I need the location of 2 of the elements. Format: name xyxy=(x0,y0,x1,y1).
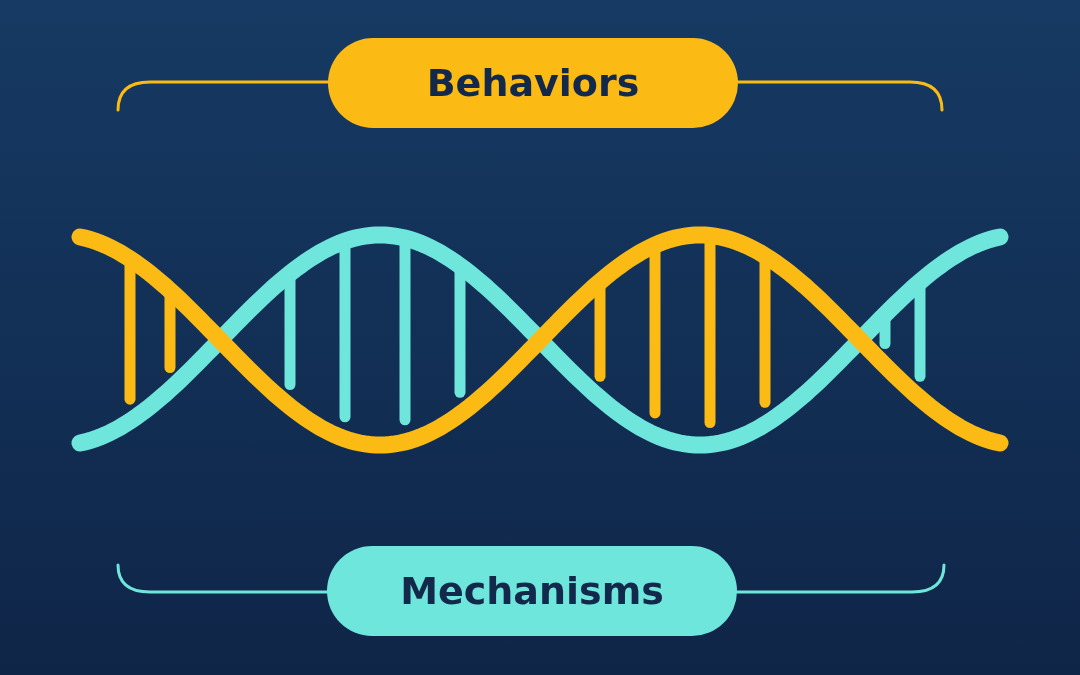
pill-label: Mechanisms xyxy=(400,569,664,613)
pill-label: Behaviors xyxy=(426,61,640,105)
